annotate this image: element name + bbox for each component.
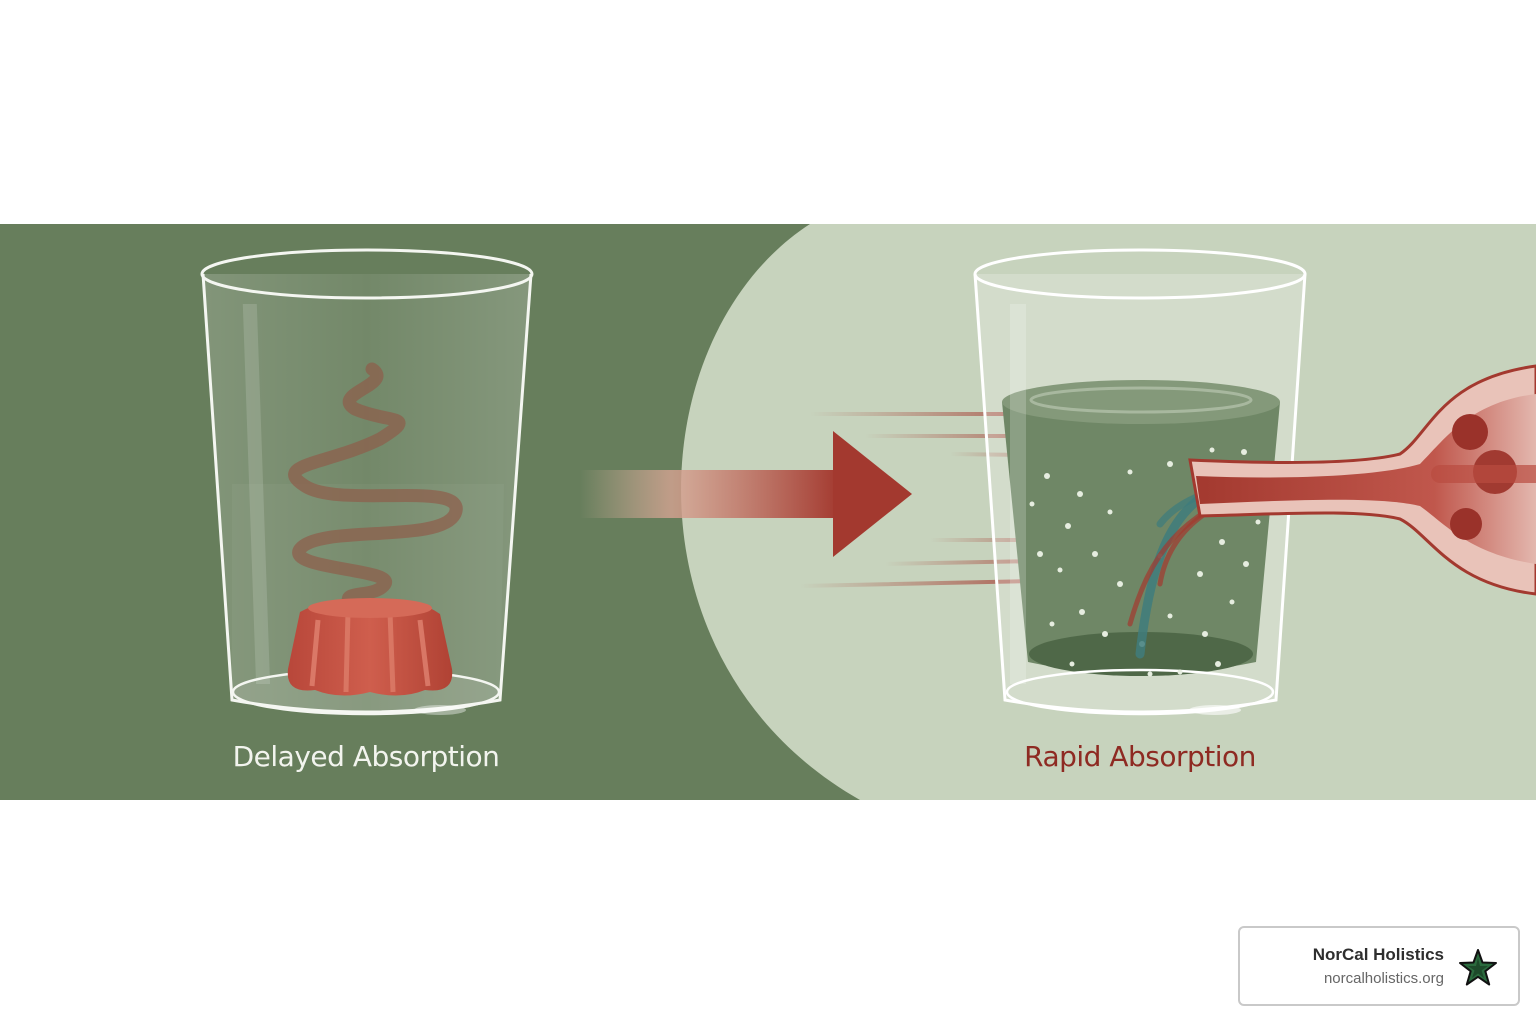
brand-name: NorCal Holistics — [1312, 945, 1444, 964]
dissolving-swirl — [288, 362, 463, 611]
brand-badge[interactable]: NorCal Holistics norcalholistics.org — [1238, 926, 1520, 1006]
star-logo-icon — [1459, 949, 1497, 986]
rapid-absorption-label: Rapid Absorption — [1024, 740, 1256, 773]
blood-cell — [1452, 414, 1488, 450]
arrow-right-icon — [580, 431, 912, 557]
comparison-band — [0, 224, 1536, 800]
delayed-absorption-label: Delayed Absorption — [232, 740, 500, 773]
brand-url[interactable]: norcalholistics.org — [1323, 970, 1444, 987]
gummy-candy — [287, 598, 453, 696]
blood-cell — [1450, 508, 1482, 540]
blood-vessel — [1188, 364, 1536, 596]
